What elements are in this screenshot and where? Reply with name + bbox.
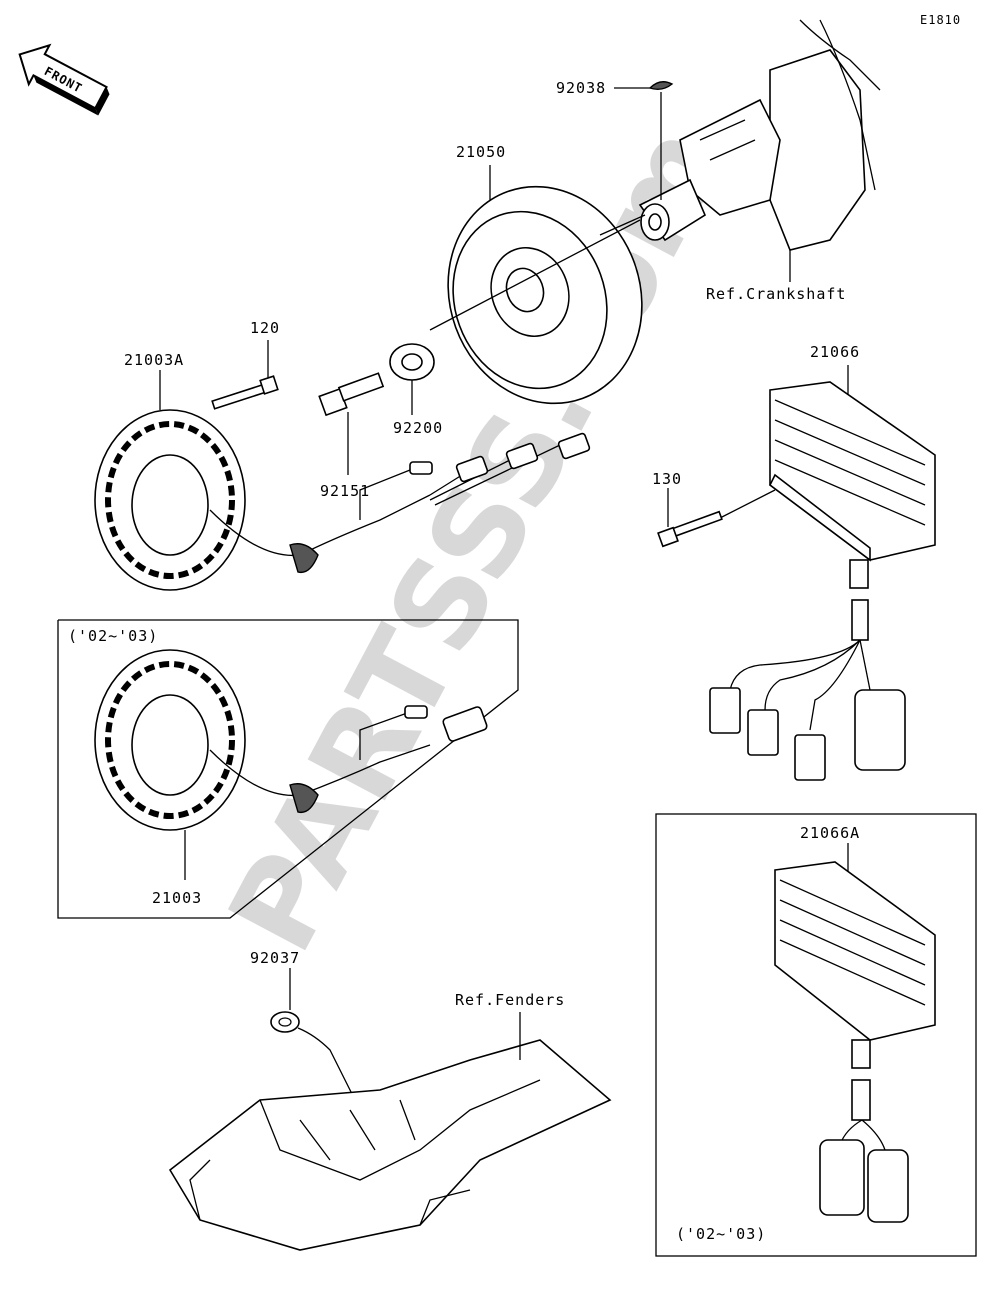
regulator-bolt-icon [657,510,723,548]
flywheel-rotor-icon [429,185,643,405]
part-number-21003A: 21003A [124,351,184,369]
front-arrow-icon: FRONT [18,43,110,116]
part-number-120: 120 [250,319,280,337]
part-number-21066A: 21066A [800,824,860,842]
diagram-code: E1810 [920,13,961,27]
stator-inset-years: ('02~'03) [68,627,158,645]
rotor-bolt-icon [318,372,385,417]
ref-fenders: Ref.Fenders [455,991,565,1009]
stator-wiring-harness-icon [289,432,591,574]
part-number-21066: 21066 [810,343,860,361]
regulator-inset-years: ('02~'03) [676,1225,766,1243]
part-number-92037: 92037 [250,949,300,967]
part-number-92200: 92200 [393,419,443,437]
rear-fender-icon [168,1039,612,1251]
woodruff-key-icon [648,81,674,200]
crankshaft-icon [638,19,881,251]
stator-screw-icon [211,375,279,410]
part-number-130: 130 [652,470,682,488]
regulator-rectifier-icon [709,381,936,781]
part-number-21003: 21003 [152,889,202,907]
washer-icon [389,343,435,381]
regulator-variant-inset: 21066A ('02~'03) [655,813,977,1257]
part-number-21050: 21050 [456,143,506,161]
part-number-92038: 92038 [556,79,606,97]
stator-coil-icon [94,409,301,591]
ref-crankshaft: Ref.Crankshaft [706,285,846,303]
wire-clamp-icon [270,1011,401,1191]
part-number-92151: 92151 [320,482,370,500]
stator-variant-inset: ('02~'03) 21003 [57,619,519,919]
